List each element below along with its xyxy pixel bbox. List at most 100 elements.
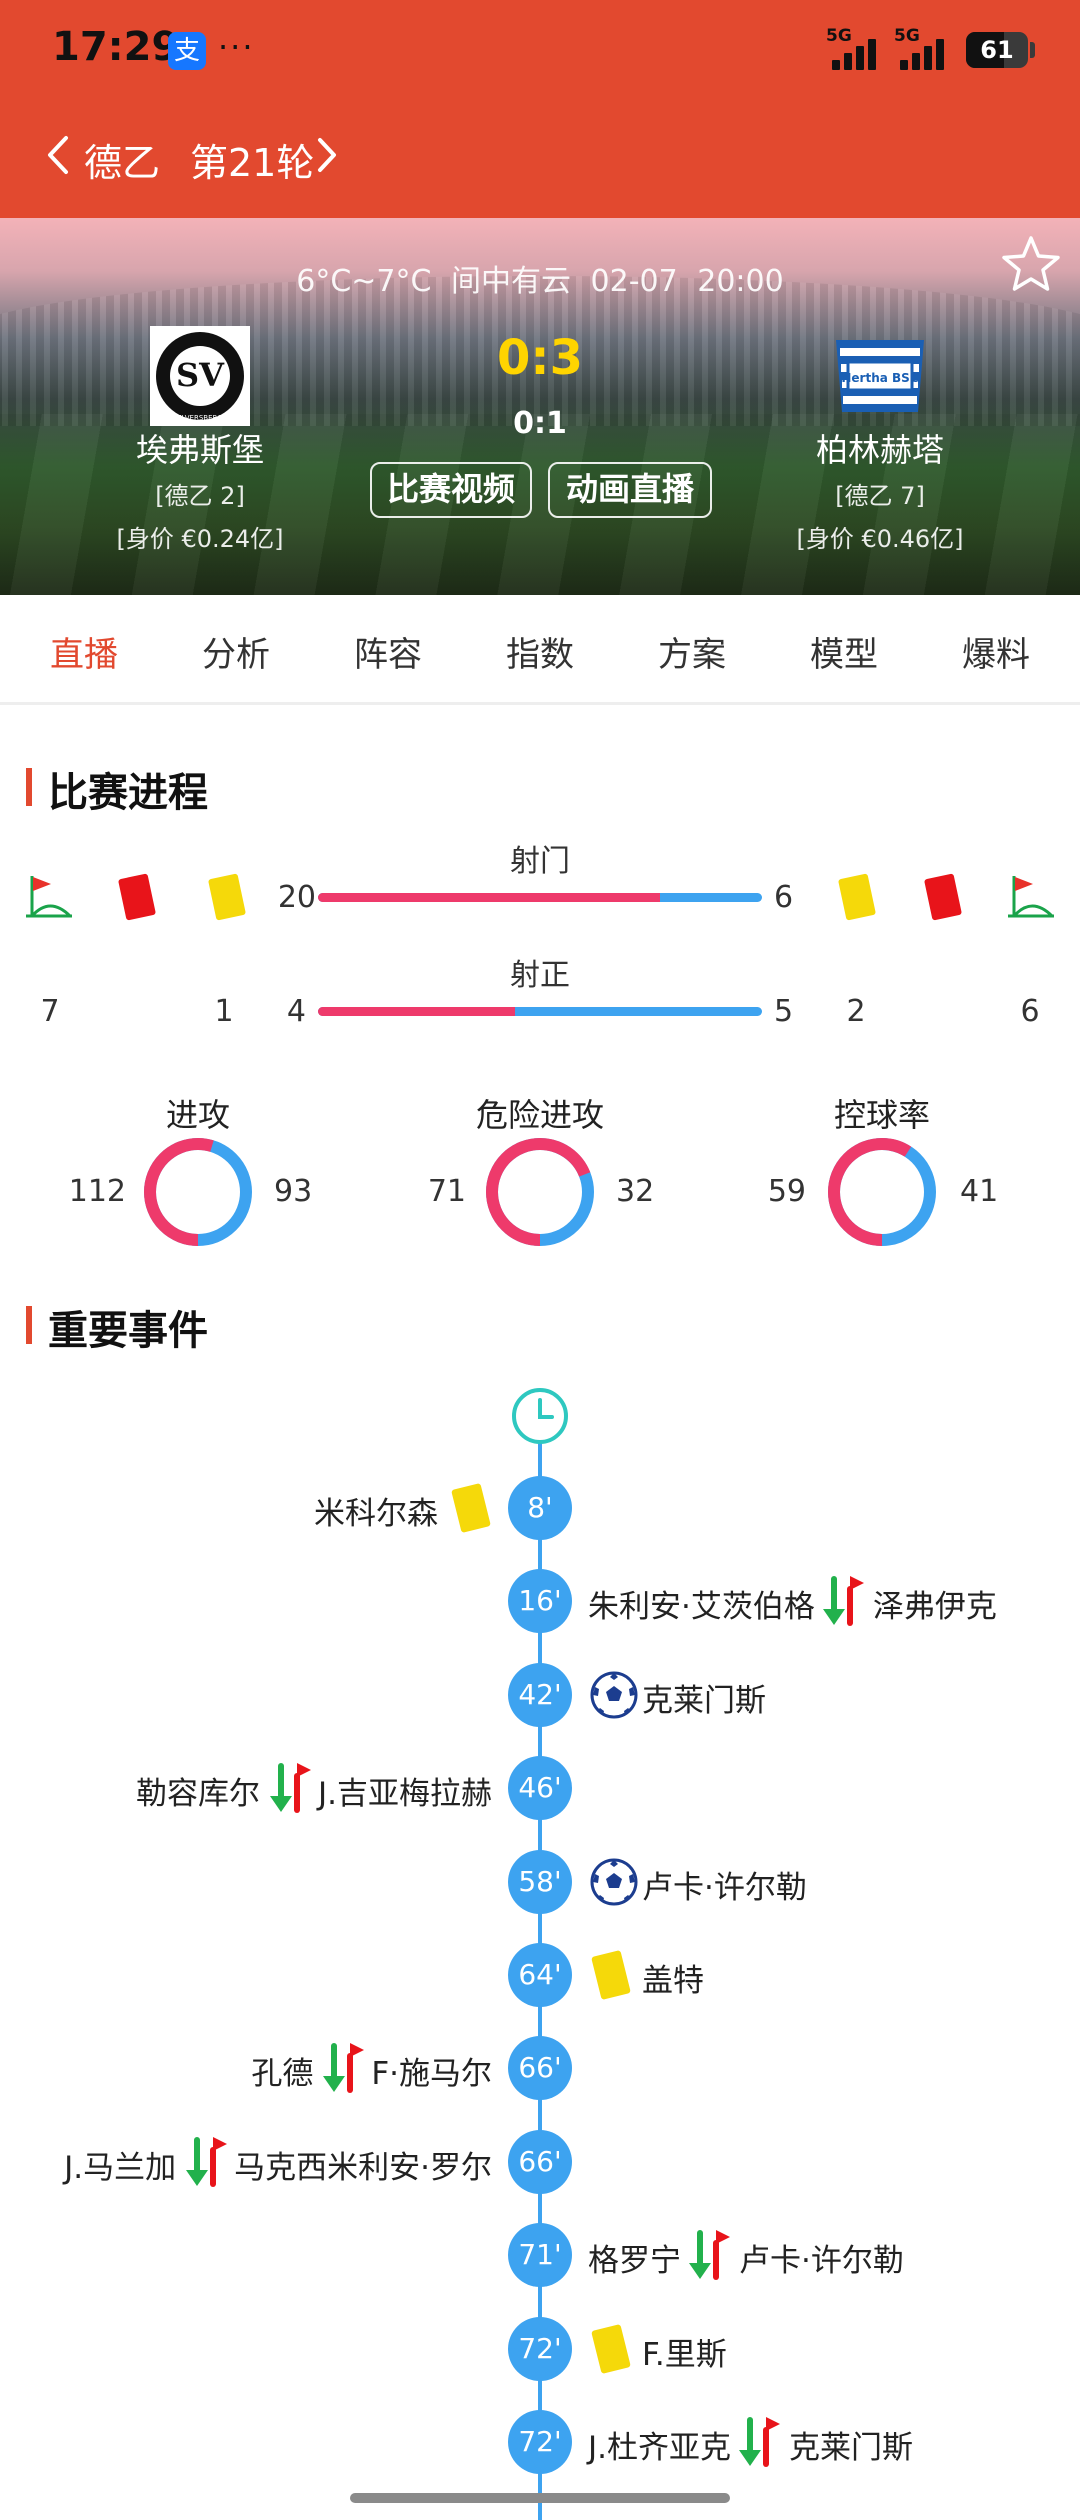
- event-minute: 71': [508, 2223, 572, 2288]
- event-player: 盖特: [642, 1963, 704, 1999]
- tab-bar: 直播 分析 阵容 指数 方案 模型 爆料: [0, 595, 1080, 705]
- event-player-out: 朱利安·艾茨伯格: [588, 1589, 815, 1626]
- home-logo-text: ELVERSBERG: [177, 414, 223, 422]
- goal-ball-icon: [590, 1671, 638, 1719]
- tab-odds[interactable]: 指数: [506, 635, 574, 675]
- more-notifications-icon: ···: [218, 28, 255, 66]
- next-round-chevron-icon[interactable]: [312, 130, 342, 180]
- top-bar: 17:29 支 ··· 5G 5G 61 德乙 第21轮: [0, 0, 1080, 218]
- home-team[interactable]: SV ELVERSBERG 埃弗斯堡 [德乙 2] [身价 €0.24亿]: [50, 326, 350, 554]
- half-time-score: 0:1: [513, 406, 567, 441]
- event-player-in: 泽弗伊克: [872, 1589, 997, 1626]
- substitution-icon: [688, 2230, 730, 2281]
- event-player: F.里斯: [642, 2336, 727, 2373]
- shots-bar: [318, 893, 762, 902]
- event-minute: 72': [508, 2410, 572, 2474]
- signal-label: 5G: [826, 26, 852, 46]
- home-red-count: 1: [214, 994, 234, 1029]
- substitution-icon: [270, 1763, 311, 1814]
- svg-text:SV: SV: [176, 356, 225, 394]
- event-player-out: 孔德: [251, 2056, 314, 2093]
- dangerous-attack-away: 32: [616, 1174, 655, 1209]
- away-team-logo: Hertha BSC: [836, 340, 924, 412]
- home-corners-count: 7: [40, 994, 60, 1029]
- nav-bar: 德乙 第21轮: [0, 118, 1080, 198]
- attack-donut: [144, 1138, 252, 1246]
- tab-model[interactable]: 模型: [810, 635, 878, 675]
- away-team-rank: [德乙 7]: [835, 482, 925, 510]
- event-minute: 72': [508, 2316, 572, 2381]
- home-team-logo: SV ELVERSBERG: [150, 326, 250, 426]
- event-minute: 64': [508, 1943, 572, 2007]
- shots-home: 20: [277, 880, 316, 915]
- event-player-in: 马克西米利安·罗尔: [234, 2149, 492, 2186]
- event-player-in: F·施马尔: [371, 2056, 492, 2093]
- event-minute: 66': [508, 2129, 572, 2194]
- full-time-score: 0:3: [497, 330, 583, 386]
- favorite-star-icon[interactable]: [998, 232, 1064, 298]
- home-team-rank: [德乙 2]: [155, 482, 245, 510]
- away-team[interactable]: Hertha BSC 柏林赫塔 [德乙 7] [身价 €0.46亿]: [730, 326, 1030, 554]
- on-target-away: 5: [774, 994, 794, 1029]
- home-red-card-icon: [117, 873, 157, 921]
- shots-away: 6: [774, 880, 794, 915]
- event-player: 卢卡·许尔勒: [642, 1869, 807, 1906]
- signal-5g-icon: 5G: [894, 26, 960, 70]
- tab-lineup[interactable]: 阵容: [354, 635, 422, 675]
- possession-label: 控球率: [833, 1096, 930, 1134]
- round-name[interactable]: 第21轮: [190, 141, 315, 185]
- donut-home-segment: [486, 1138, 594, 1246]
- event-player-out: J.马兰加: [64, 2149, 177, 2186]
- event-player-in: 克莱门斯: [788, 2430, 913, 2466]
- event-player-in: 卢卡·许尔勒: [738, 2243, 904, 2280]
- on-target-label: 射正: [510, 958, 570, 993]
- donut-home-segment: [828, 1138, 936, 1246]
- progress-title: 比赛进程: [48, 770, 208, 816]
- event-player: 米科尔森: [314, 1496, 438, 1532]
- tab-analysis[interactable]: 分析: [202, 635, 270, 675]
- animation-live-button[interactable]: 动画直播: [548, 462, 712, 518]
- event-minute: 8': [508, 1476, 572, 1540]
- match-video-button[interactable]: 比赛视频: [370, 462, 532, 518]
- back-chevron-icon[interactable]: [40, 130, 76, 180]
- away-corner-flag-icon: [1008, 876, 1054, 918]
- battery-level: 61: [980, 36, 1014, 64]
- attack-home: 112: [68, 1174, 126, 1209]
- substitution-icon: [822, 1576, 864, 1627]
- away-team-name: 柏林赫塔: [815, 431, 944, 469]
- substitution-icon: [323, 2043, 365, 2094]
- event-player-out: 勒容库尔: [136, 1776, 261, 1813]
- home-corner-flag-icon: [26, 876, 72, 918]
- goal-ball-icon: [590, 1858, 638, 1906]
- event-player-in: J.吉亚梅拉赫: [318, 1776, 492, 1813]
- shots-home-fill: [318, 893, 660, 902]
- tab-live[interactable]: 直播: [50, 635, 118, 675]
- tab-plans[interactable]: 方案: [658, 635, 726, 675]
- on-target-bar: [318, 1007, 762, 1016]
- tab-tipoffs[interactable]: 爆料: [962, 635, 1030, 675]
- possession-away: 41: [960, 1174, 999, 1209]
- pitch-background: [0, 414, 1080, 595]
- battery-icon: 61: [966, 32, 1028, 68]
- status-time: 17:29: [52, 24, 180, 70]
- dangerous-attack-home: 71: [427, 1174, 466, 1209]
- events-title: 重要事件: [48, 1308, 208, 1354]
- battery-tip: [1030, 42, 1035, 58]
- event-player: 克莱门斯: [642, 1682, 766, 1719]
- yellow-card-icon: [591, 2323, 631, 2374]
- attack-away: 93: [274, 1174, 313, 1209]
- league-name[interactable]: 德乙: [84, 141, 161, 185]
- event-minute: 46': [508, 1756, 572, 1821]
- status-bar: 17:29 支 ··· 5G 5G 61: [0, 0, 1080, 100]
- substitution-icon: [186, 2136, 228, 2187]
- substitution-icon: [738, 2417, 780, 2467]
- donut-home-segment: [144, 1138, 252, 1246]
- away-yellow-count: 2: [846, 994, 866, 1029]
- possession-donut: [828, 1138, 936, 1246]
- on-target-home: 4: [286, 994, 306, 1029]
- attack-label: 进攻: [165, 1096, 230, 1134]
- away-team-value: [身价 €0.46亿]: [796, 525, 964, 553]
- yellow-card-icon: [451, 1483, 491, 1533]
- event-player-out: J.杜齐亚克: [588, 2430, 731, 2466]
- home-indicator[interactable]: [350, 2493, 730, 2503]
